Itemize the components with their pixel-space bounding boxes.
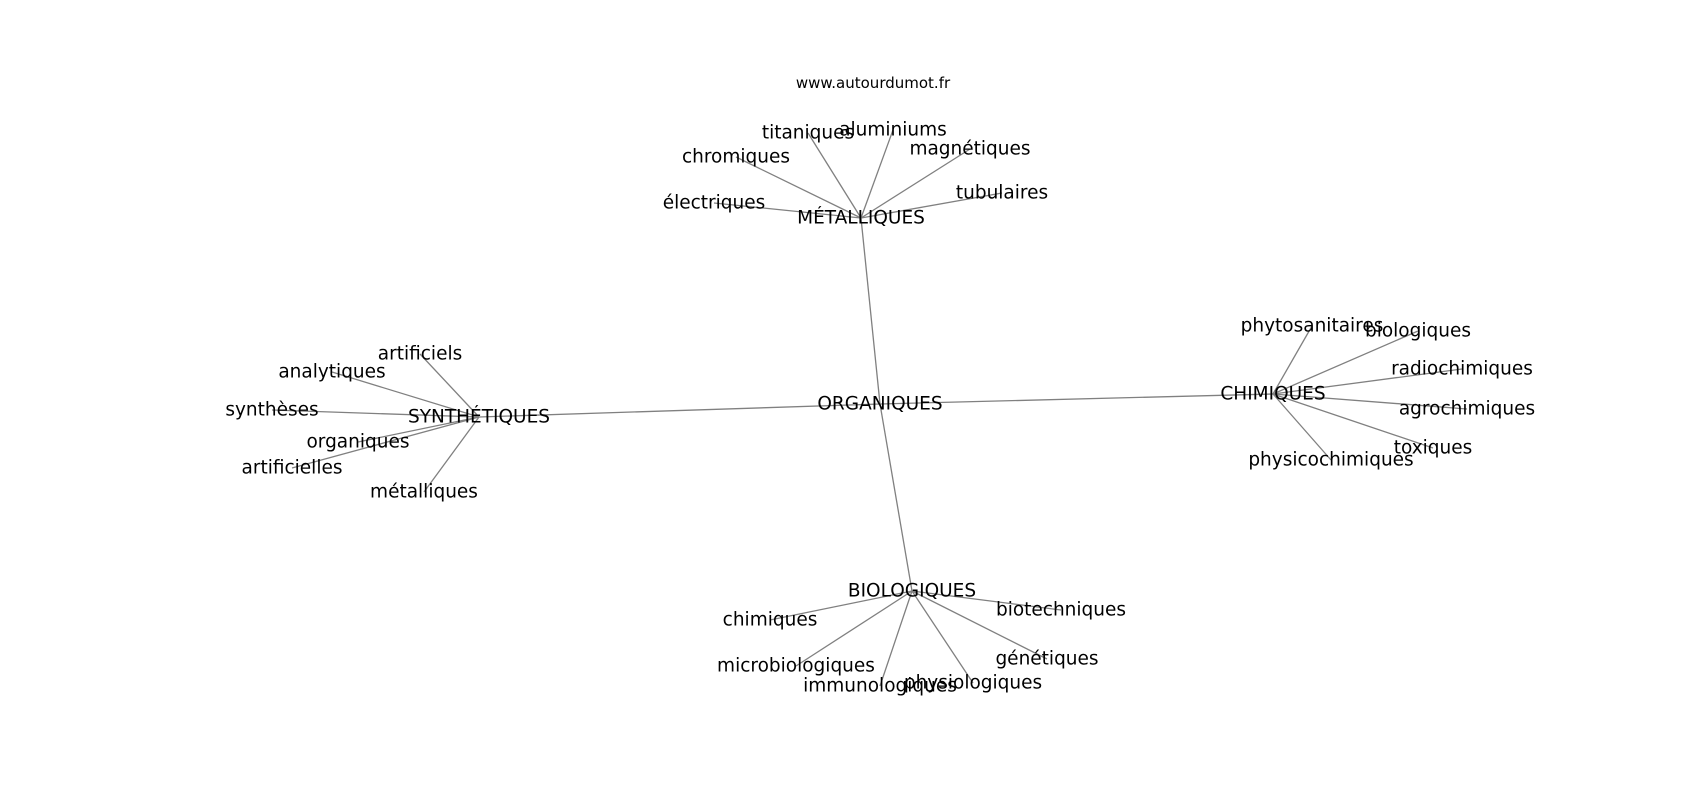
leaf-node-label: métalliques [370,482,478,503]
edge-cluster-leaf [911,590,1062,611]
cluster-node-label: SYNTHÉTIQUES [408,406,550,428]
edge-center-cluster [860,217,881,405]
edge-cluster-leaf [1272,325,1313,395]
leaf-node-label: électriques [663,193,766,214]
edge-cluster-leaf [1272,393,1468,410]
edge-cluster-leaf [860,129,894,219]
leaf-node-label: physiologiques [904,673,1042,694]
leaf-node-label: biologiques [1365,321,1471,342]
edge-cluster-leaf [879,590,913,687]
center-node-label: ORGANIQUES [817,394,942,415]
edge-cluster-leaf [1272,330,1419,395]
edge-center-cluster [879,403,913,592]
leaf-node-label: analytiques [278,362,385,383]
edge-cluster-leaf [1272,368,1463,395]
edge-center-cluster [478,403,881,418]
leaf-node-label: magnétiques [909,139,1030,160]
leaf-node-label: artificiels [378,344,462,365]
edge-cluster-leaf [769,590,913,621]
leaf-node-label: physicochimiques [1248,450,1413,471]
edge-cluster-leaf [423,416,480,493]
leaf-node-label: aluminiums [839,120,947,141]
edge-cluster-leaf [419,353,480,418]
cluster-node-label: CHIMIQUES [1220,384,1325,405]
leaf-node-label: titaniques [762,123,854,144]
leaf-node-label: microbiologiques [717,656,875,677]
leaf-node-label: chimiques [723,610,818,631]
edge-cluster-leaf [331,371,480,418]
edge-cluster-leaf [795,590,913,667]
leaf-node-label: tubulaires [956,183,1048,204]
source-watermark: www.autourdumot.fr [796,74,951,92]
leaf-node-label: immunologiques [803,676,957,697]
edge-cluster-leaf [291,416,480,469]
leaf-node-label: agrochimiques [1399,399,1535,420]
leaf-node-label: radiochimiques [1391,359,1533,380]
leaf-node-label: génétiques [995,649,1098,670]
edge-center-cluster [879,393,1274,405]
edge-cluster-leaf [713,202,862,219]
edge-cluster-leaf [1272,393,1434,449]
leaf-node-label: artificielles [242,458,343,479]
edge-cluster-leaf [735,156,862,219]
edge-cluster-leaf [1272,393,1332,461]
cluster-node-label: MÉTALLIQUES [797,207,925,229]
edge-cluster-leaf [911,590,974,684]
edge-cluster-leaf [807,132,862,219]
leaf-node-label: synthèses [225,400,318,421]
edge-cluster-leaf [911,590,1048,660]
edge-cluster-leaf [860,148,971,219]
leaf-node-label: organiques [306,432,409,453]
edge-layer [271,129,1468,687]
leaf-node-label: toxiques [1394,438,1473,459]
edge-cluster-leaf [860,192,1003,219]
leaf-node-label: biotechniques [996,600,1126,621]
leaf-node-label: phytosanitaires [1241,316,1384,337]
cluster-node-label: BIOLOGIQUES [848,581,976,602]
label-layer: ORGANIQUES MÉTALLIQUES titaniquesaluminium… [225,120,1535,697]
edge-cluster-leaf [357,416,480,443]
edge-cluster-leaf [271,409,480,418]
leaf-node-label: chromiques [682,147,790,168]
